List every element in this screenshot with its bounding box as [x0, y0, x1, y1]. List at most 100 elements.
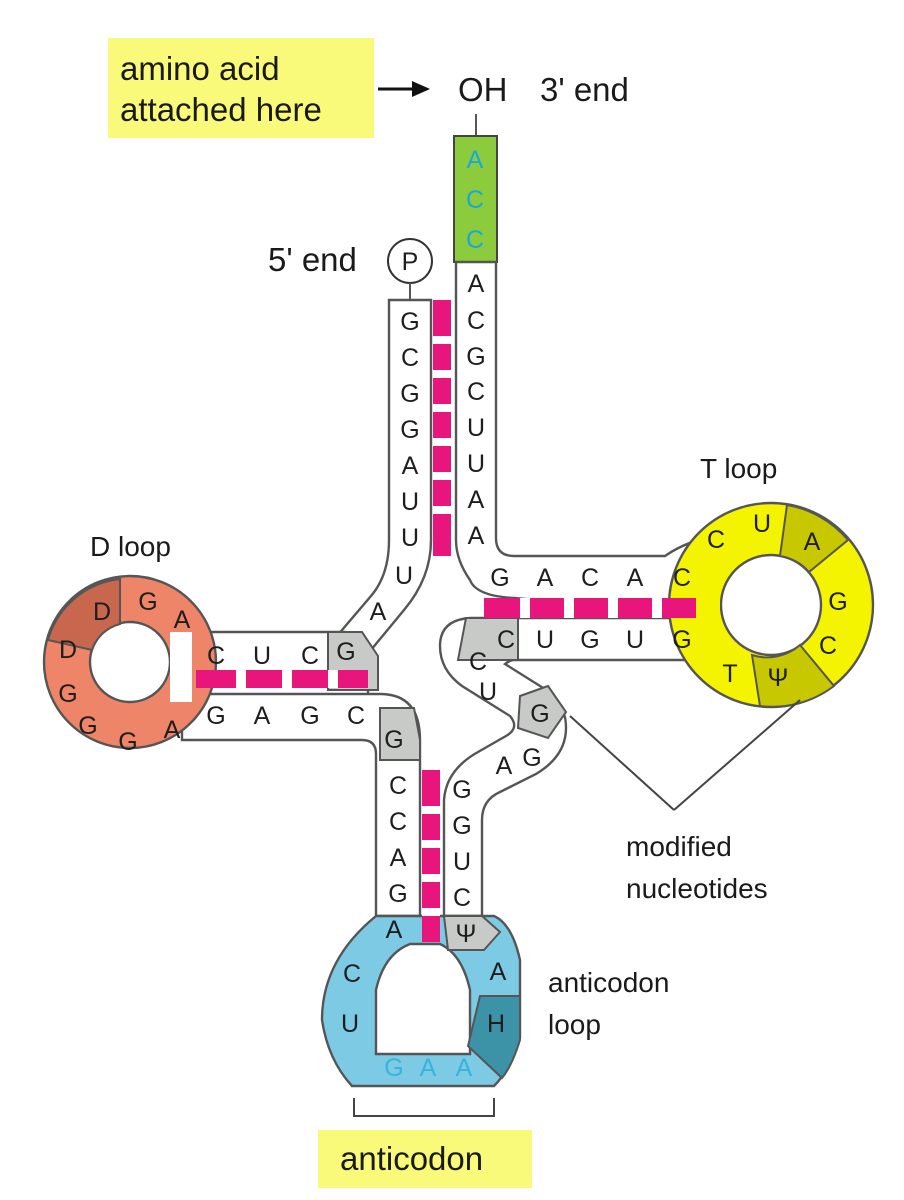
- nt-d-loop-6: G: [78, 712, 97, 740]
- t-loop-dark-segment-psi: [750, 643, 836, 708]
- nt-t-loop-5: C: [819, 632, 837, 660]
- nt-ac-right-1: G: [452, 776, 471, 804]
- modified-label-line1: modified: [626, 831, 732, 862]
- nt-ac-loop-3: A: [490, 958, 507, 986]
- amino-acid-label-line1: amino acid: [120, 50, 280, 87]
- nt-ac-loop-2: U: [341, 1010, 359, 1038]
- modified-pointer-lines: [569, 699, 801, 811]
- nt-acceptor-5-8: U: [395, 562, 413, 590]
- nt-t-arm-top-1: G: [490, 564, 509, 592]
- acceptor-5-strand-tube: [322, 298, 433, 658]
- nt-acceptor-5-after-1: A: [370, 598, 387, 626]
- nt-acceptor-3-7: A: [468, 486, 485, 514]
- nt-ac-right-2: G: [452, 812, 471, 840]
- nt-t-loop-3: A: [804, 528, 821, 556]
- oh-label: OH: [458, 71, 508, 108]
- nt-ac-left-2: C: [389, 772, 407, 800]
- d-loop-dark-segment: [46, 577, 121, 652]
- nt-ac-left-5: G: [388, 880, 407, 908]
- nt-variable-5: G: [522, 744, 541, 772]
- nt-t-loop-7: T: [722, 660, 737, 688]
- d-loop-outer-edge: [42, 574, 218, 750]
- modified-g-variable: [516, 684, 568, 740]
- right-arrow-icon: [378, 81, 430, 97]
- d-loop-junction-fill: [170, 632, 192, 702]
- acceptor-green-box: [453, 135, 498, 263]
- nt-t-loop-4: G: [828, 588, 847, 616]
- nt-t-arm-bottom-2: U: [536, 626, 554, 654]
- nt-t-loop-2: U: [753, 510, 771, 538]
- nt-d-loop-4: D: [59, 636, 77, 664]
- anticodon-callout-box: [318, 1130, 532, 1188]
- nt-acceptor-5-3: G: [400, 380, 419, 408]
- nt-d-loop-2: G: [138, 588, 157, 616]
- nt-d-arm-bottom-3: G: [300, 702, 319, 730]
- t-loop-dark-segment-a: [778, 503, 850, 574]
- nt-ac-loop-1: C: [343, 960, 361, 988]
- nt-acceptor-3-3: G: [466, 343, 485, 371]
- nt-d-arm-bottom-1: G: [206, 702, 225, 730]
- acceptor-stem-pairs: [433, 300, 451, 556]
- nt-d-loop-3: D: [93, 598, 111, 626]
- t-loop-hole: [719, 553, 823, 657]
- d-arm-pairs: [196, 670, 368, 688]
- d-loop-label: D loop: [90, 531, 171, 562]
- nt-acceptor-3-1: A: [468, 270, 485, 298]
- amino-acid-label-line2: attached here: [120, 91, 322, 128]
- nt-t-loop-1: C: [707, 526, 725, 554]
- t-arm-pairs: [484, 598, 696, 618]
- nt-variable-4: A: [496, 752, 513, 780]
- nt-ac-left-4: A: [390, 844, 407, 872]
- three-prime-end-label: 3' end: [540, 71, 629, 108]
- nt-acceptor-3-5: U: [467, 414, 485, 442]
- nt-anticodon-3: A: [456, 1054, 473, 1082]
- nt-d-loop-5: G: [58, 680, 77, 708]
- amino-acid-callout-box: [108, 38, 374, 138]
- nt-variable-1: C: [469, 648, 487, 676]
- nt-acceptor-3-8: A: [468, 522, 485, 550]
- nt-t-arm-top-5: C: [673, 564, 691, 592]
- anticodon-label: anticodon: [340, 1140, 483, 1177]
- nt-d-arm-bottom-4: C: [347, 702, 365, 730]
- anticodon-loop-hole: [374, 942, 472, 1056]
- nt-ac-loop-4: H: [487, 1010, 505, 1038]
- nt-ac-right-4: C: [453, 884, 471, 912]
- nt-d-arm-bottom-2: A: [254, 702, 271, 730]
- anticodon-bracket: [353, 1098, 495, 1117]
- nt-acceptor-5-1: G: [400, 308, 419, 336]
- modified-psi-anticodon: [442, 915, 502, 951]
- nt-t-arm-bottom-5: G: [672, 626, 691, 654]
- nt-ac-left-6: A: [386, 916, 403, 944]
- nt-anticodon-2: A: [420, 1054, 437, 1082]
- anticodon-stem-pairs: [422, 770, 440, 942]
- nt-acceptor-5-7: U: [401, 524, 419, 552]
- nt-d-arm-top-2: U: [253, 642, 271, 670]
- nt-t-arm-top-2: A: [537, 564, 554, 592]
- nt-d-loop-8: A: [164, 716, 181, 744]
- nt-acceptor-3-4: C: [467, 378, 485, 406]
- nt-ac-right-5: Ψ: [456, 920, 477, 948]
- nt-acceptor-5-6: U: [401, 488, 419, 516]
- anticodon-loop-label-line2: loop: [548, 1009, 601, 1040]
- d-loop-ring: [44, 576, 216, 748]
- nt-ac-right-3: U: [453, 848, 471, 876]
- nt-variable-2: U: [479, 678, 497, 706]
- nt-t-arm-bottom-3: G: [580, 626, 599, 654]
- nt-variable-3: G: [530, 700, 549, 728]
- nt-t-arm-bottom-1: C: [497, 626, 515, 654]
- nt-d-arm-top-4: G: [336, 638, 355, 666]
- nt-acceptor-5-4: G: [400, 416, 419, 444]
- nt-acceptor-3-6: U: [467, 450, 485, 478]
- anticodon-loop-label-line1: anticodon: [548, 967, 669, 998]
- nt-d-arm-top-1: C: [207, 642, 225, 670]
- t-loop-label: T loop: [700, 453, 777, 484]
- nt-t-arm-bottom-4: U: [626, 626, 644, 654]
- nt-acceptor-3-2: C: [467, 307, 485, 335]
- nt-acceptor-5-5: A: [402, 452, 419, 480]
- nt-acceptor-tail-2: C: [466, 186, 484, 214]
- nt-ac-left-1: G: [384, 726, 403, 754]
- nt-t-arm-top-4: A: [627, 564, 644, 592]
- nt-d-loop-7: G: [118, 728, 137, 756]
